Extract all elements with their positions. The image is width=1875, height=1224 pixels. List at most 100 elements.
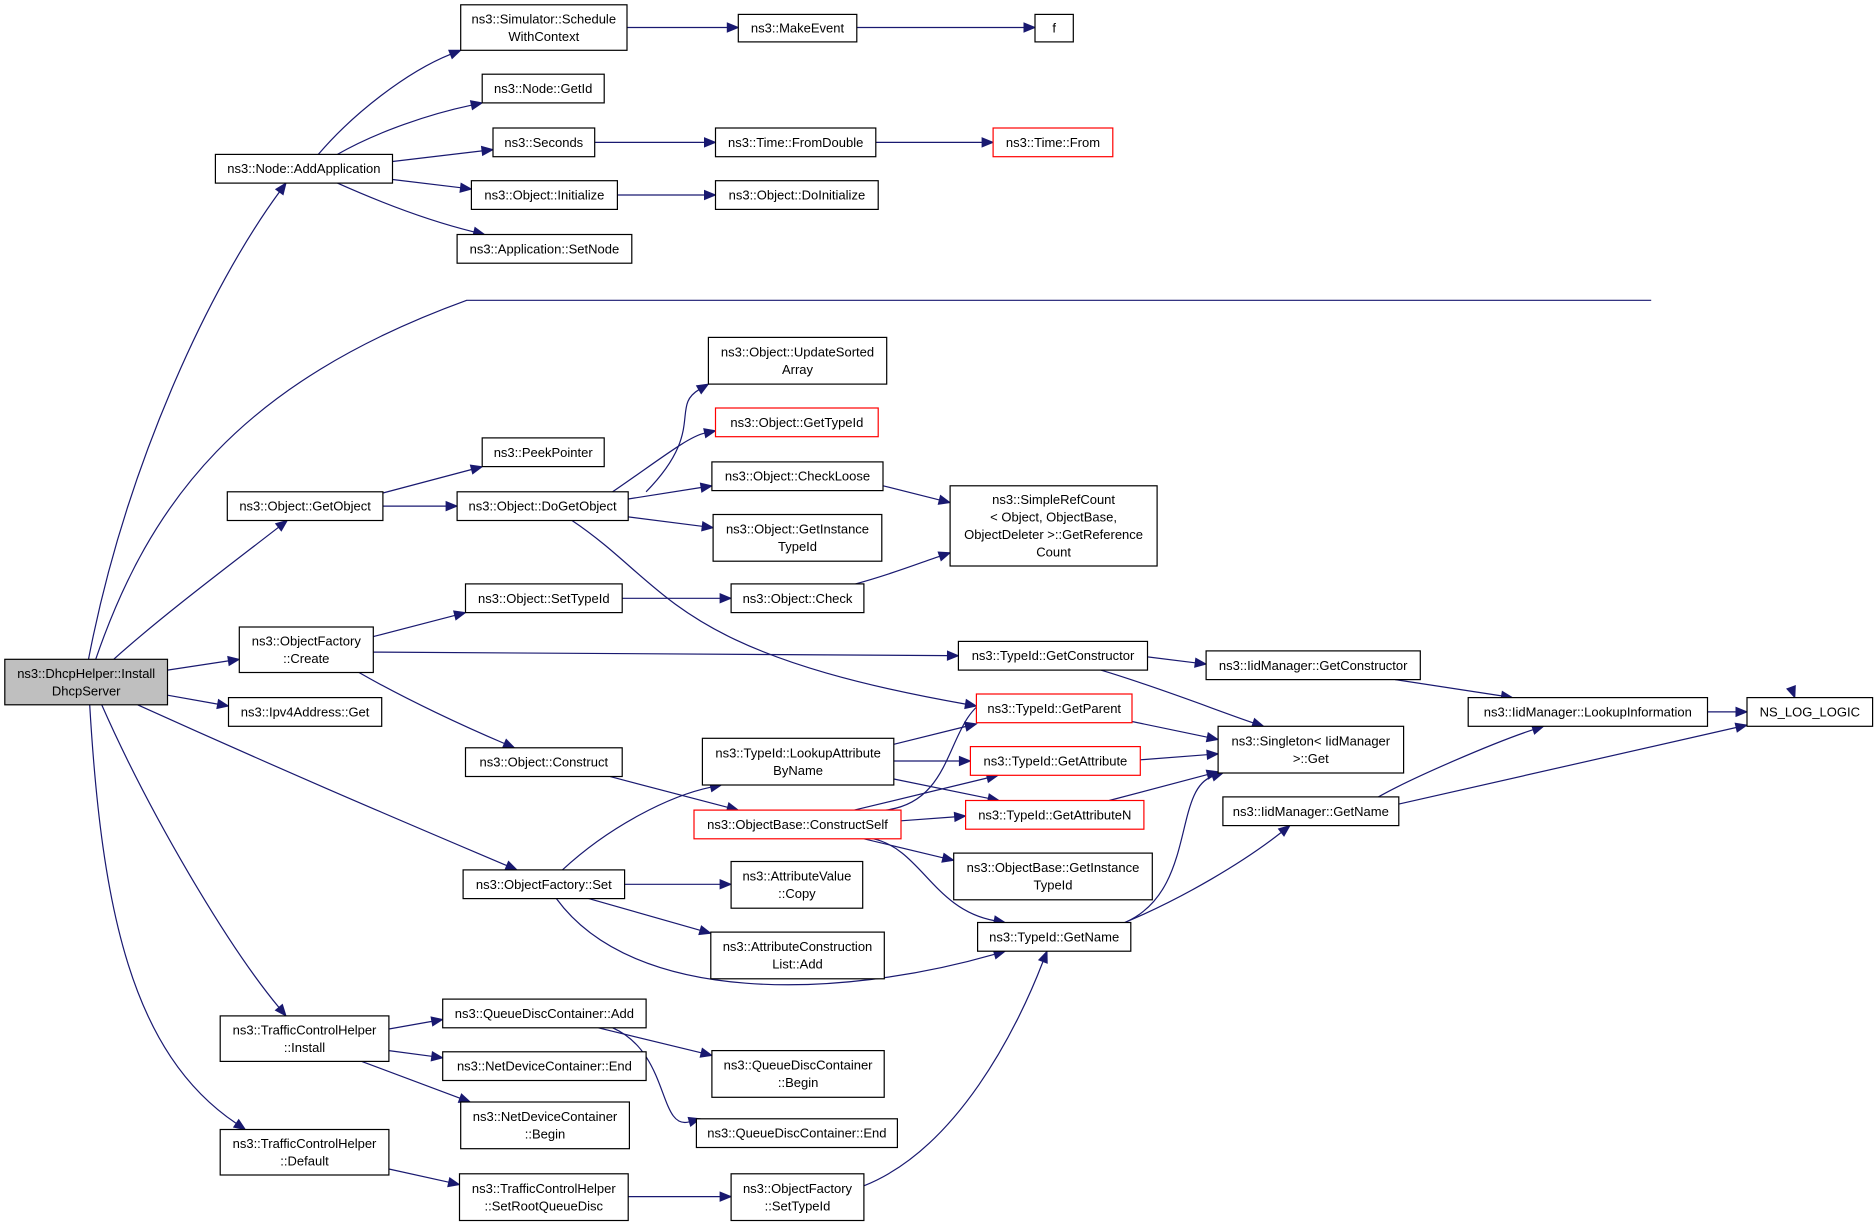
graph-node-ndc-end[interactable]: ns3::NetDeviceContainer::End (442, 1051, 647, 1082)
node-box[interactable] (492, 127, 596, 158)
node-box[interactable] (711, 1049, 885, 1098)
graph-node-simplerefcount[interactable]: ns3::SimpleRefCount< Object, ObjectBase,… (949, 485, 1158, 567)
graph-node-ndc-begin[interactable]: ns3::NetDeviceContainer::Begin (460, 1101, 631, 1150)
node-box[interactable] (693, 809, 902, 840)
node-box[interactable] (714, 127, 877, 158)
node-box[interactable] (481, 73, 605, 104)
node-box[interactable] (992, 127, 1114, 158)
graph-node-iidmanager-getname[interactable]: ns3::IidManager::GetName (1222, 796, 1400, 827)
graph-node-objfactory-settypeid[interactable]: ns3::ObjectFactory::SetTypeId (730, 1173, 865, 1222)
node-box[interactable] (976, 921, 1132, 952)
graph-node-objfactory-set[interactable]: ns3::ObjectFactory::Set (462, 869, 626, 900)
graph-node-obj-dogetobject[interactable]: ns3::Object::DoGetObject (456, 491, 629, 522)
node-box[interactable] (238, 626, 374, 674)
graph-node-qdc-add[interactable]: ns3::QueueDiscContainer::Add (442, 998, 647, 1029)
graph-node-qdc-begin[interactable]: ns3::QueueDiscContainer::Begin (711, 1049, 885, 1098)
graph-node-iidmanager-lookupinfo[interactable]: ns3::IidManager::LookupInformation (1467, 696, 1709, 727)
node-box[interactable] (219, 1015, 390, 1063)
node-box[interactable] (4, 658, 169, 706)
graph-node-time-fromdouble[interactable]: ns3::Time::FromDouble (714, 127, 877, 158)
graph-node-seconds[interactable]: ns3::Seconds (492, 127, 596, 158)
node-box[interactable] (456, 491, 629, 522)
graph-node-make-event[interactable]: ns3::MakeEvent (737, 13, 858, 43)
graph-node-tch-setroot[interactable]: ns3::TrafficControlHelper::SetRootQueueD… (458, 1173, 629, 1222)
graph-node-obj-construct[interactable]: ns3::Object::Construct (464, 747, 623, 778)
node-box[interactable] (707, 336, 888, 385)
node-box[interactable] (460, 4, 628, 51)
node-box[interactable] (953, 852, 1153, 901)
node-box[interactable] (1222, 796, 1400, 827)
node-box[interactable] (464, 583, 623, 614)
graph-node-typeid-getconstructor[interactable]: ns3::TypeId::GetConstructor (957, 640, 1149, 671)
node-box[interactable] (219, 1128, 390, 1176)
node-box[interactable] (470, 180, 618, 210)
graph-node-objfactory-create[interactable]: ns3::ObjectFactory::Create (238, 626, 374, 674)
graph-node-tch-default[interactable]: ns3::TrafficControlHelper::Default (219, 1128, 390, 1176)
node-box[interactable] (456, 233, 633, 264)
graph-node-obj-getobject[interactable]: ns3::Object::GetObject (226, 491, 384, 522)
node-box[interactable] (730, 1173, 865, 1222)
graph-node-iidmanager-getconstructor[interactable]: ns3::IidManager::GetConstructor (1205, 650, 1421, 681)
node-box[interactable] (1746, 696, 1874, 727)
node-box[interactable] (964, 799, 1145, 830)
node-box[interactable] (975, 693, 1133, 724)
node-box[interactable] (695, 1118, 899, 1149)
node-box[interactable] (464, 747, 623, 778)
node-box[interactable] (226, 491, 384, 522)
node-box[interactable] (1205, 650, 1421, 681)
node-box[interactable] (957, 640, 1149, 671)
node-box[interactable] (969, 745, 1141, 776)
node-box[interactable] (730, 583, 865, 614)
graph-node-peekpointer[interactable]: ns3::PeekPointer (481, 437, 605, 468)
node-box[interactable] (214, 153, 394, 184)
node-box[interactable] (730, 860, 864, 909)
graph-node-typeid-getattribute[interactable]: ns3::TypeId::GetAttribute (969, 745, 1141, 776)
graph-node-f[interactable]: f (1034, 13, 1074, 43)
node-box[interactable] (442, 998, 647, 1029)
node-box[interactable] (442, 1051, 647, 1082)
graph-node-ns-log-logic[interactable]: NS_LOG_LOGIC (1746, 696, 1874, 727)
graph-node-singleton-get[interactable]: ns3::Singleton< IidManager>::Get (1217, 725, 1405, 774)
node-box[interactable] (701, 737, 895, 786)
graph-node-app-setnode[interactable]: ns3::Application::SetNode (456, 233, 633, 264)
node-box[interactable] (227, 696, 383, 727)
graph-node-obj-settypeid[interactable]: ns3::Object::SetTypeId (464, 583, 623, 614)
graph-node-typeid-getname[interactable]: ns3::TypeId::GetName (976, 921, 1132, 952)
graph-node-tch-install[interactable]: ns3::TrafficControlHelper::Install (219, 1015, 390, 1063)
node-box[interactable] (737, 13, 858, 43)
graph-node-attrvalue-copy[interactable]: ns3::AttributeValue::Copy (730, 860, 864, 909)
node-box[interactable] (711, 461, 884, 492)
node-box[interactable] (714, 407, 879, 438)
node-box[interactable] (949, 485, 1158, 567)
node-box[interactable] (714, 180, 879, 210)
graph-node-obj-checkloose[interactable]: ns3::Object::CheckLoose (711, 461, 884, 492)
graph-node-obj-initialize[interactable]: ns3::Object::Initialize (470, 180, 618, 210)
graph-node-typeid-getparent[interactable]: ns3::TypeId::GetParent (975, 693, 1133, 724)
node-box[interactable] (710, 931, 885, 980)
graph-node-node-addapp[interactable]: ns3::Node::AddApplication (214, 153, 394, 184)
graph-node-qdc-end[interactable]: ns3::QueueDiscContainer::End (695, 1118, 899, 1149)
node-box[interactable] (712, 513, 883, 562)
node-box[interactable] (462, 869, 626, 900)
graph-node-obj-gettypeid[interactable]: ns3::Object::GetTypeId (714, 407, 879, 438)
node-box[interactable] (1217, 725, 1405, 774)
graph-node-node-getid[interactable]: ns3::Node::GetId (481, 73, 605, 104)
graph-node-objbase-constructself[interactable]: ns3::ObjectBase::ConstructSelf (693, 809, 902, 840)
node-box[interactable] (460, 1101, 631, 1150)
graph-node-typeid-getattributen[interactable]: ns3::TypeId::GetAttributeN (964, 799, 1145, 830)
node-box[interactable] (481, 437, 605, 468)
node-box[interactable] (458, 1173, 629, 1222)
graph-node-time-from[interactable]: ns3::Time::From (992, 127, 1114, 158)
node-box[interactable] (1467, 696, 1709, 727)
node-box[interactable] (1034, 13, 1074, 43)
graph-node-obj-doinitialize[interactable]: ns3::Object::DoInitialize (714, 180, 879, 210)
graph-node-ipv4-get[interactable]: ns3::Ipv4Address::Get (227, 696, 383, 727)
graph-node-obj-check[interactable]: ns3::Object::Check (730, 583, 865, 614)
